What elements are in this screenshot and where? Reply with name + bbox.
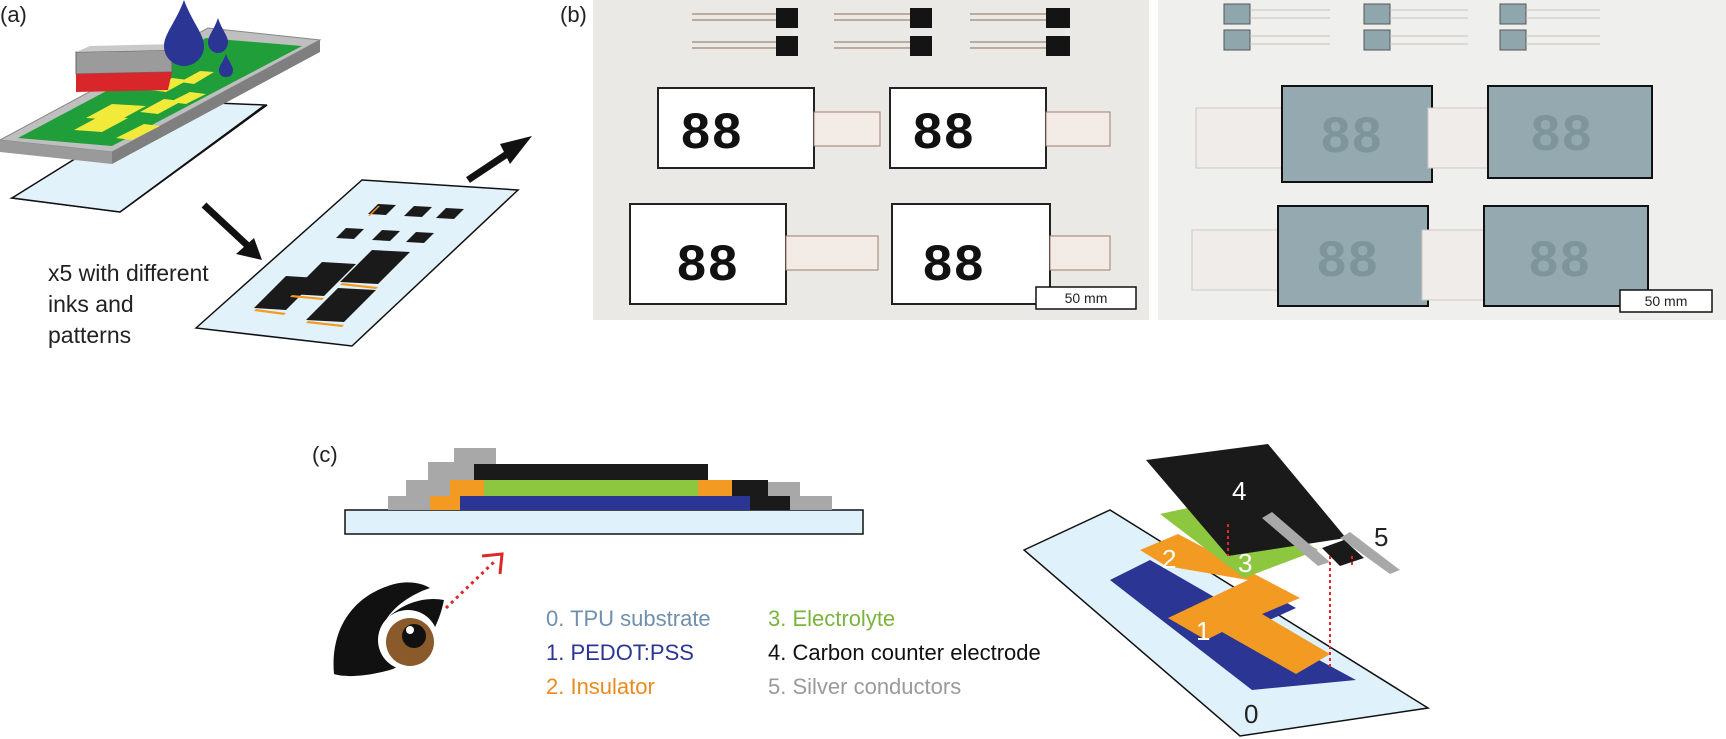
svg-text:88: 88 <box>912 105 974 164</box>
ink-drops-icon <box>164 0 233 77</box>
panel-c-label: (c) <box>312 442 338 467</box>
layer-num-4: 4 <box>1232 476 1246 506</box>
svg-text:50 mm: 50 mm <box>1065 290 1108 306</box>
svg-text:88: 88 <box>676 237 738 296</box>
layer-num-1: 1 <box>1196 616 1210 646</box>
caption-line-2: inks and <box>48 291 134 317</box>
panel-c: (c) <box>312 442 1431 737</box>
panel-a-label: (a) <box>0 2 27 27</box>
svg-text:88: 88 <box>922 237 984 296</box>
layer-num-0: 0 <box>1244 699 1258 729</box>
finished-display <box>1427 85 1653 179</box>
printed-sheet <box>194 179 520 347</box>
layer-2-insulator <box>1140 534 1330 674</box>
scale-bar-right: 50 mm <box>1619 289 1713 313</box>
display-device: 88 <box>629 203 879 305</box>
legend-silver: 5. Silver conductors <box>768 674 961 699</box>
svg-text:88: 88 <box>680 105 742 164</box>
panel-a: (a) <box>0 0 532 348</box>
panel-b-label: (b) <box>560 2 587 27</box>
cross-section <box>344 448 864 535</box>
legend-pedot: 1. PEDOT:PSS <box>546 640 694 665</box>
legend-electrolyte: 3. Electrolyte <box>768 606 895 631</box>
caption-line-1: x5 with different <box>48 260 209 286</box>
finished-display <box>1191 205 1429 307</box>
process-arrow-up <box>466 136 532 183</box>
layer-4-carbon <box>1146 444 1346 556</box>
display-device: 88 <box>891 203 1111 305</box>
layer-num-2: 2 <box>1162 544 1176 574</box>
display-device: 88 <box>657 87 881 169</box>
svg-text:88: 88 <box>1530 107 1592 166</box>
eye-icon <box>333 552 504 677</box>
svg-text:88: 88 <box>1320 109 1382 168</box>
legend-tpu: 0. TPU substrate <box>546 606 711 631</box>
process-arrow-down <box>201 202 262 260</box>
layer-num-5: 5 <box>1374 522 1388 552</box>
finished-display <box>1195 85 1433 183</box>
legend-carbon: 4. Carbon counter electrode <box>768 640 1041 665</box>
svg-text:88: 88 <box>1528 233 1590 292</box>
caption-line-3: patterns <box>48 322 131 348</box>
layer-legend: 0. TPU substrate 1. PEDOT:PSS 2. Insulat… <box>546 606 1041 699</box>
display-device: 88 <box>889 87 1111 169</box>
svg-text:50 mm: 50 mm <box>1645 293 1688 309</box>
photo-printed-devices: 88 88 88 88 50 mm <box>593 0 1149 320</box>
photo-finished-devices: 88 88 88 88 50 mm <box>1158 0 1726 320</box>
layer-num-3: 3 <box>1238 548 1252 578</box>
panel-b: (b) 88 88 <box>560 0 1726 320</box>
exploded-view: 0 1 2 3 4 5 <box>1022 444 1431 737</box>
legend-insulator: 2. Insulator <box>546 674 655 699</box>
squeegee <box>75 44 176 92</box>
small-devices <box>692 13 1046 49</box>
svg-text:88: 88 <box>1316 233 1378 292</box>
scale-bar-left: 50 mm <box>1035 286 1137 310</box>
layer-5-silver <box>1262 512 1330 566</box>
